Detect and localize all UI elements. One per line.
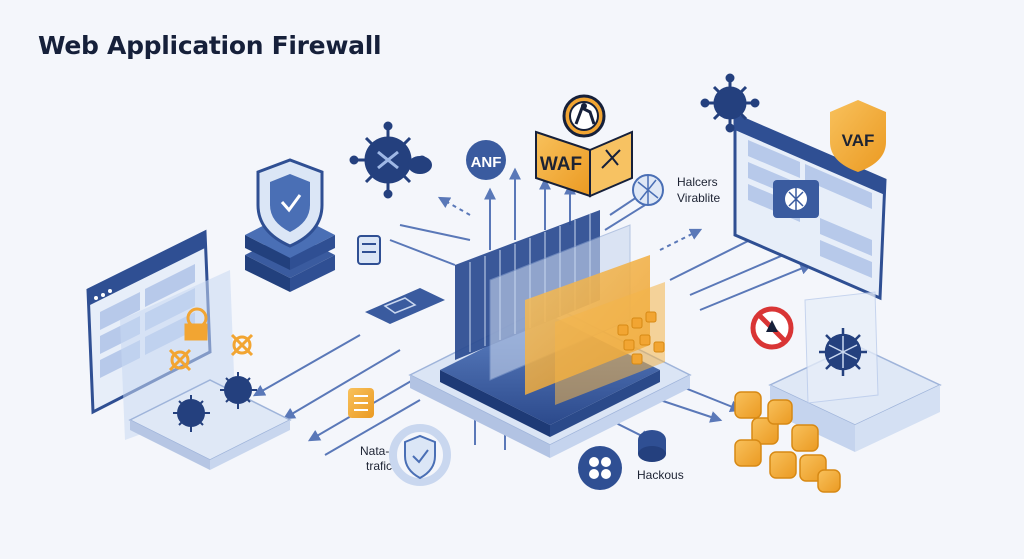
page-title: Web Application Firewall xyxy=(38,31,382,60)
blocked-requests xyxy=(734,391,841,493)
lock-icon xyxy=(184,307,208,341)
virus-icon xyxy=(220,372,257,409)
anf-badge-label: ANF xyxy=(471,154,502,171)
document-icon xyxy=(348,388,374,418)
shield-icon xyxy=(389,424,451,486)
hacker-icon xyxy=(408,156,432,174)
hackous-label: Hackous xyxy=(637,468,684,482)
no-entry-icon xyxy=(750,306,794,350)
hacker-label-line2: Virablite xyxy=(677,191,720,205)
hacker-icon xyxy=(562,94,606,138)
firewall-panel-orange xyxy=(525,255,665,405)
shield-icon xyxy=(256,158,324,248)
vaf-shield: VAF xyxy=(830,100,886,172)
virus-icon xyxy=(168,333,254,372)
hacker-icon xyxy=(638,430,666,462)
virus-icon xyxy=(819,328,867,376)
waf-sign: WAF xyxy=(535,130,633,198)
left-platform xyxy=(128,379,292,470)
data-traffic-label-line1: Nata- xyxy=(360,444,389,458)
right-platform xyxy=(768,291,942,452)
anf-badge: ANF xyxy=(466,140,506,180)
database-icon xyxy=(357,235,381,265)
waf-sign-label: WAF xyxy=(540,154,582,175)
virus-icon xyxy=(173,395,210,432)
data-traffic-label-line2: trafic xyxy=(366,459,392,473)
virus-icon xyxy=(349,121,427,199)
globe-icon xyxy=(632,174,664,206)
browser-window-icon xyxy=(733,112,887,301)
hacker-label-line1: Halcers xyxy=(677,175,718,189)
virus-icon xyxy=(700,73,760,133)
node-icon xyxy=(578,446,622,490)
vaf-shield-label: VAF xyxy=(842,131,875,150)
